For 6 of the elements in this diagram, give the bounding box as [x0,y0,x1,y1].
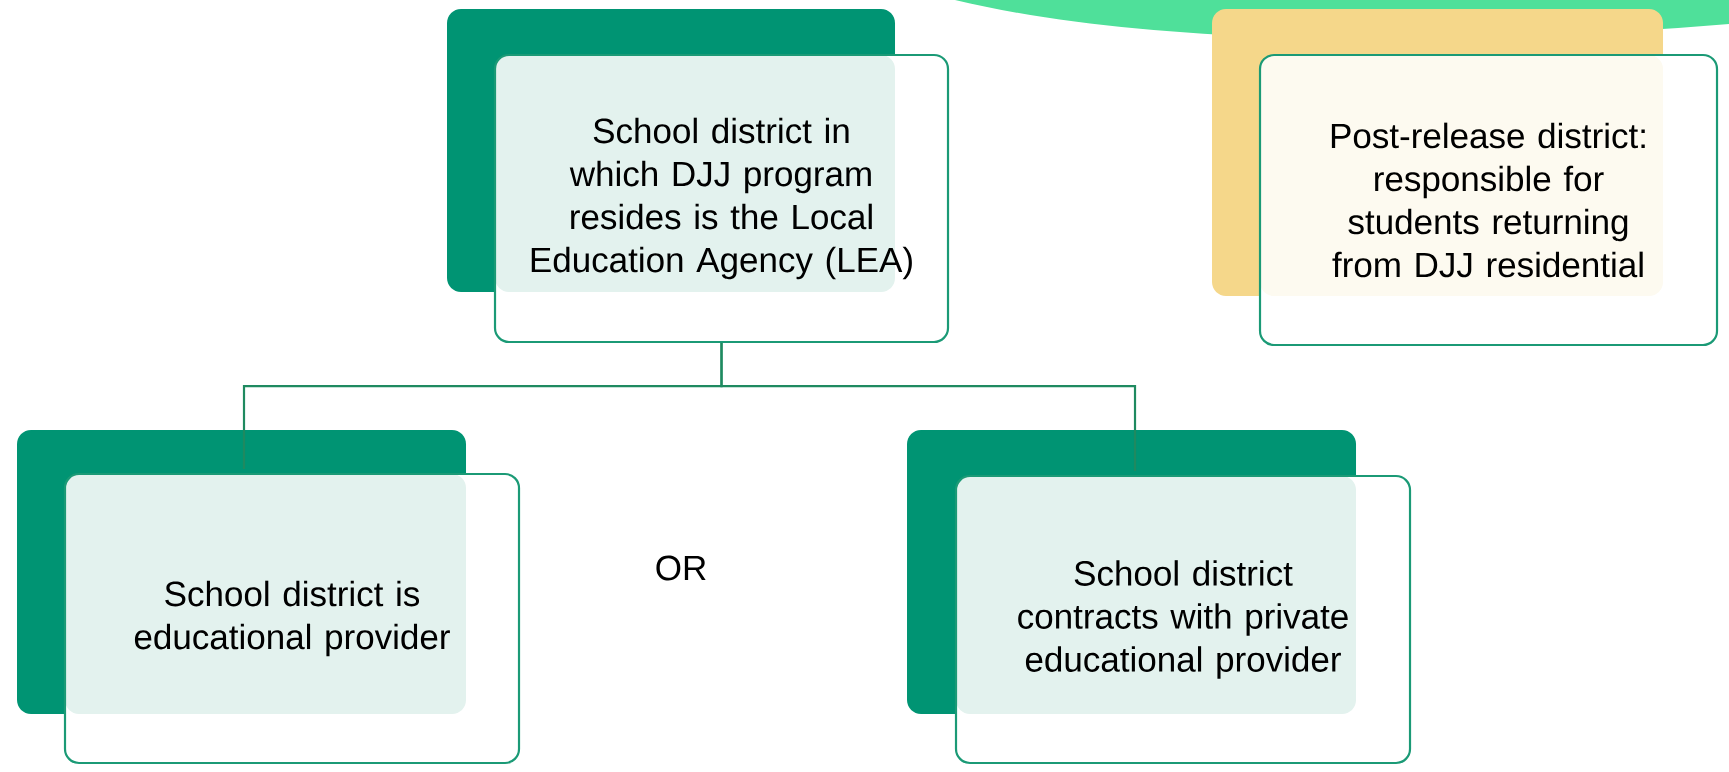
connector-line [720,343,1137,471]
process-box: Post-release district: responsible for students returning from DJJ residential [1212,9,1719,347]
or-label: OR [656,555,706,581]
process-box: School district is educational provider [17,430,521,765]
process-box: School district contracts with private educational provider [907,430,1412,765]
process-box: School district in which DJJ program resides is the Local Education Agency (LEA) [447,9,950,344]
